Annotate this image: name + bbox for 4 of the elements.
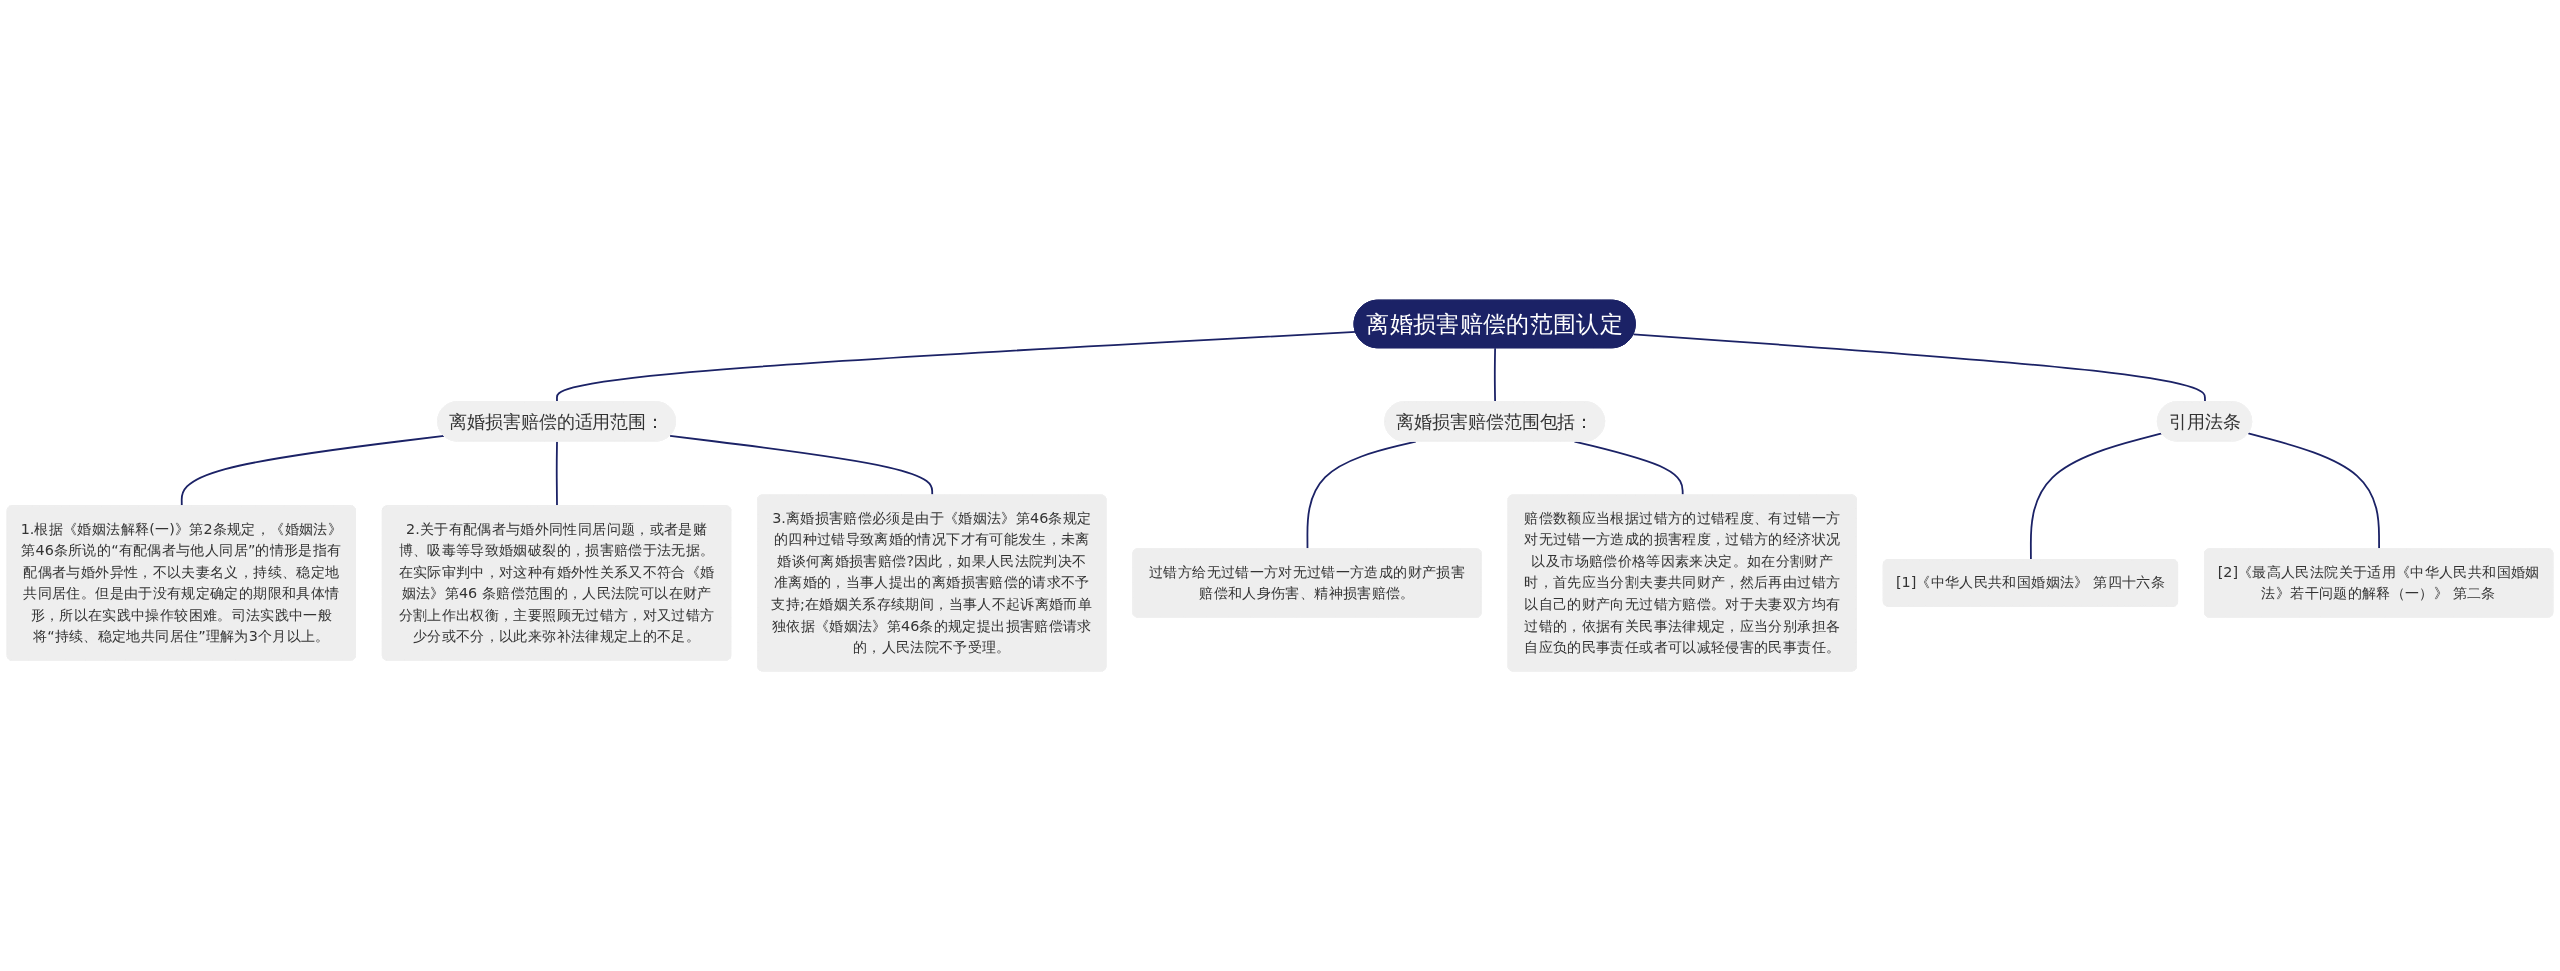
connector	[1632, 333, 2206, 403]
connector	[556, 331, 1357, 403]
connector	[1493, 347, 1496, 403]
connector	[2029, 432, 2163, 561]
